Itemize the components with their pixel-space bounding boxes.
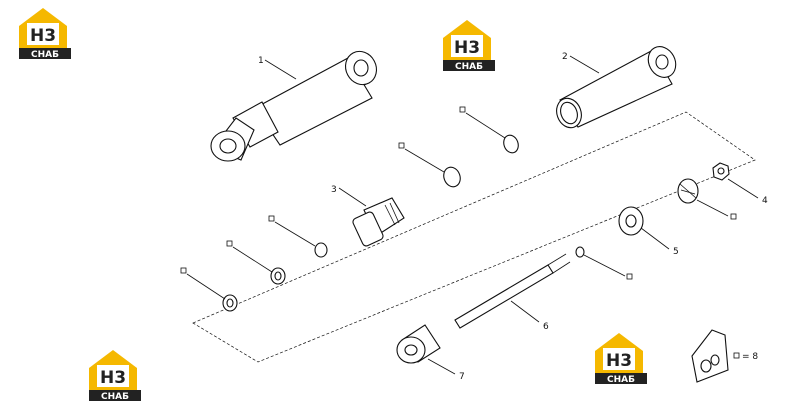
svg-text:CHAБ: CHAБ — [31, 50, 59, 60]
nut — [712, 162, 730, 181]
logo-bottom-right: H3 CHAБ — [595, 333, 647, 385]
svg-text:H3: H3 — [30, 26, 56, 46]
seal-kit-outline — [192, 111, 756, 363]
callouts: 1 2 3 4 5 6 7 — [258, 52, 768, 382]
svg-text:H3: H3 — [100, 368, 126, 388]
backup-ring — [314, 242, 328, 258]
rod-seal — [222, 294, 238, 312]
gland — [618, 206, 644, 236]
callout-7: 7 — [459, 372, 465, 382]
cylinder-tube — [556, 46, 677, 129]
spring-seal — [677, 178, 699, 204]
legend: = 8 — [733, 352, 758, 362]
wiper-seal — [270, 267, 286, 285]
assembled-cylinder — [210, 50, 378, 162]
callout-6: 6 — [543, 322, 549, 332]
svg-text:H3: H3 — [454, 38, 480, 58]
svg-text:CHAБ: CHAБ — [455, 62, 483, 72]
logo-top-left: H3 CHAБ — [19, 8, 71, 60]
callout-1: 1 — [258, 56, 264, 66]
legend-marker — [733, 352, 740, 359]
piston-head — [352, 197, 405, 247]
callout-4: 4 — [762, 196, 768, 206]
o-ring-large — [443, 166, 461, 188]
svg-text:H3: H3 — [606, 351, 632, 371]
callout-3: 3 — [331, 185, 337, 195]
o-ring-tube — [503, 134, 519, 154]
callout-2: 2 — [562, 52, 568, 62]
kit-markers — [180, 106, 737, 300]
seal-kit-package — [691, 329, 729, 383]
callout-5: 5 — [673, 247, 679, 257]
logo-bottom-left: H3 CHAБ — [89, 350, 141, 402]
legend-text: = 8 — [742, 352, 758, 362]
small-o-ring — [575, 246, 585, 258]
logo-top-center: H3 CHAБ — [443, 20, 495, 72]
piston-rod — [454, 253, 571, 329]
svg-text:CHAБ: CHAБ — [101, 392, 129, 402]
svg-text:CHAБ: CHAБ — [607, 375, 635, 385]
rod-end — [396, 324, 441, 364]
